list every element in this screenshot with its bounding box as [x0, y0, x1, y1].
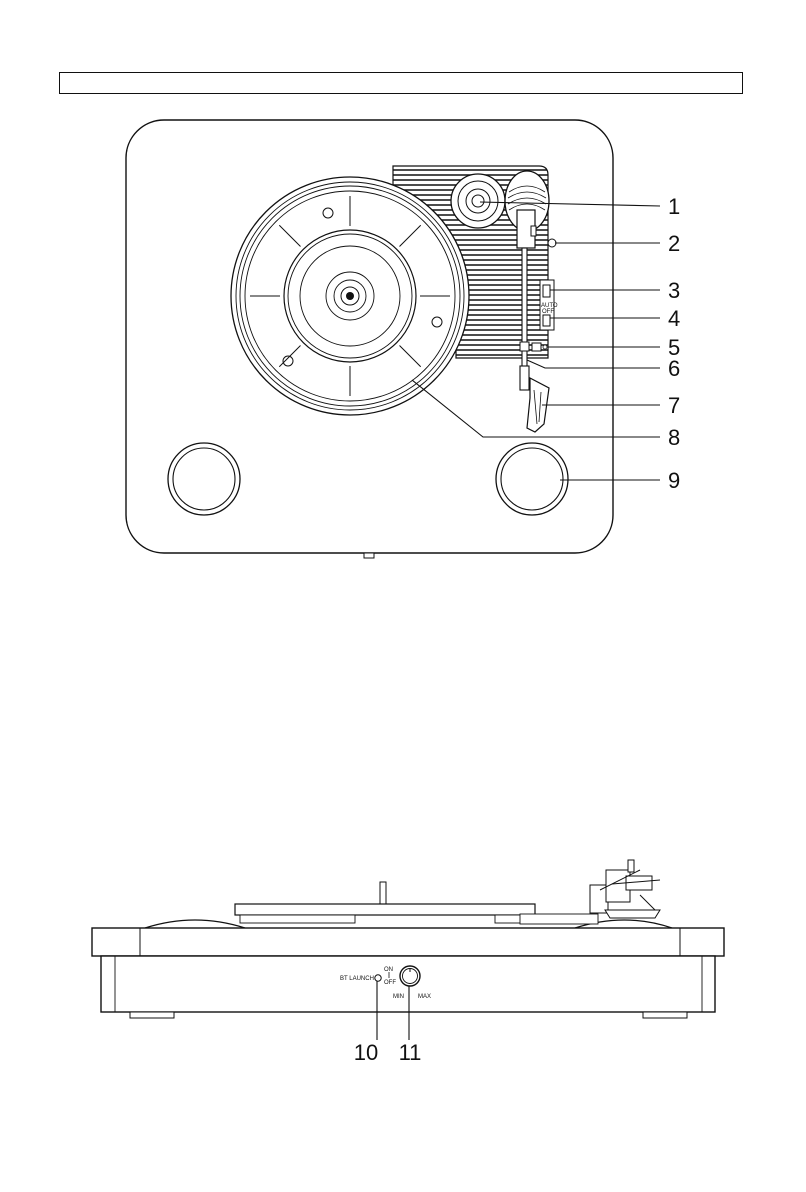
speaker-left	[168, 443, 240, 515]
on-label: ON	[384, 967, 393, 973]
speaker-right	[496, 443, 568, 515]
callout-4: 4	[668, 306, 680, 331]
callout-3: 3	[668, 278, 680, 303]
callout-numbers-top: 1 2 3 4 5 6 7 8 9	[668, 194, 680, 493]
callout-6: 6	[668, 356, 680, 381]
callout-7: 7	[668, 393, 680, 418]
max-label: MAX	[418, 994, 431, 1000]
adapter-holder	[451, 174, 505, 228]
platter	[231, 177, 469, 415]
callout-numbers-front: 10 11	[354, 1040, 422, 1065]
callout-9: 9	[668, 468, 680, 493]
front-notch	[364, 553, 374, 558]
bt-launch-label: BT LAUNCH	[340, 976, 374, 982]
bt-launch-button[interactable]	[375, 975, 381, 981]
off-switch-label: OFF	[542, 309, 554, 315]
callout-2: 2	[668, 231, 680, 256]
callout-8: 8	[668, 425, 680, 450]
turntable-front-view	[92, 860, 724, 1018]
callout-11: 11	[399, 1040, 422, 1065]
callout-1: 1	[668, 194, 680, 219]
tonearm-side	[590, 860, 660, 918]
min-label: MIN	[393, 994, 404, 1000]
off-label: OFF	[384, 980, 396, 986]
callout-10: 10	[354, 1040, 378, 1065]
